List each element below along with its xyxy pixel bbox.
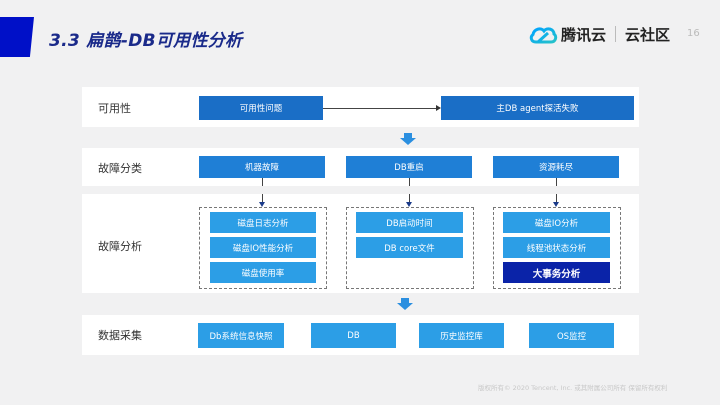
box-history-monitor-db: 历史监控库: [419, 323, 504, 348]
box-db: DB: [311, 323, 396, 348]
connector-line: [409, 178, 410, 186]
row-data-collection: 数据采集 Db系统信息快照 DB 历史监控库 OS监控: [82, 315, 639, 355]
row-fault-analysis: 故障分析 磁盘日志分析 磁盘IO性能分析 磁盘使用率 DB启动时间 DB cor…: [82, 194, 639, 293]
row-label-fault-category: 故障分类: [98, 162, 142, 175]
connector-line: [556, 194, 557, 202]
box-db-system-snapshot: Db系统信息快照: [198, 323, 284, 348]
box-machine-fault: 机器故障: [199, 156, 325, 178]
down-arrow-icon: [397, 298, 413, 310]
page-title: 3.3 扁鹊-DB可用性分析: [49, 31, 243, 51]
group-resource-exhausted: [493, 207, 621, 289]
row-fault-category: 故障分类 机器故障 DB重启 资源耗尽: [82, 148, 639, 186]
box-threadpool-state-analysis: 线程池状态分析: [503, 237, 610, 258]
box-availability-issue: 可用性问题: [199, 96, 323, 120]
arrow-down-icon: [553, 202, 559, 207]
group-machine-fault: [199, 207, 327, 289]
box-disk-usage: 磁盘使用率: [210, 262, 316, 283]
cloud-logo-icon: [529, 27, 558, 44]
box-db-core-file: DB core文件: [356, 237, 463, 258]
community-name: 云社区: [625, 25, 671, 44]
tencent-cloud-logo: 腾讯云 云社区: [528, 22, 670, 46]
box-os-monitor: OS监控: [529, 323, 614, 348]
logo-divider: [615, 26, 617, 42]
connector-line: [262, 194, 263, 202]
copyright-footer: 版权所有© 2020 Tencent, Inc. 或其附属公司所有 保留所有权利: [478, 384, 668, 392]
box-disk-io-perf-analysis: 磁盘IO性能分析: [210, 237, 316, 258]
box-large-transaction-analysis: 大事务分析: [503, 262, 610, 283]
group-db-restart: [346, 207, 474, 289]
box-agent-probe-failure: 主DB agent探活失败: [441, 96, 634, 120]
arrow-down-icon: [259, 202, 265, 207]
arrow-down-icon: [406, 202, 412, 207]
page-number: 16: [687, 28, 700, 39]
connector-line: [262, 178, 263, 186]
row-label-fault-analysis: 故障分析: [98, 240, 142, 253]
title-accent-bar: [0, 17, 34, 57]
connector-line: [409, 194, 410, 202]
row-availability: 可用性 可用性问题 主DB agent探活失败: [82, 87, 639, 127]
arrow-right-icon: [436, 105, 441, 111]
row-label-data-collection: 数据采集: [98, 329, 142, 342]
box-db-restart: DB重启: [346, 156, 472, 178]
connector-line: [323, 108, 436, 109]
box-db-start-time: DB启动时间: [356, 212, 463, 233]
brand-name: 腾讯云: [561, 25, 607, 44]
connector-line: [556, 178, 557, 186]
box-disk-log-analysis: 磁盘日志分析: [210, 212, 316, 233]
box-resource-exhausted: 资源耗尽: [493, 156, 619, 178]
box-disk-io-analysis: 磁盘IO分析: [503, 212, 610, 233]
down-arrow-icon: [400, 133, 416, 145]
row-label-availability: 可用性: [98, 102, 131, 115]
